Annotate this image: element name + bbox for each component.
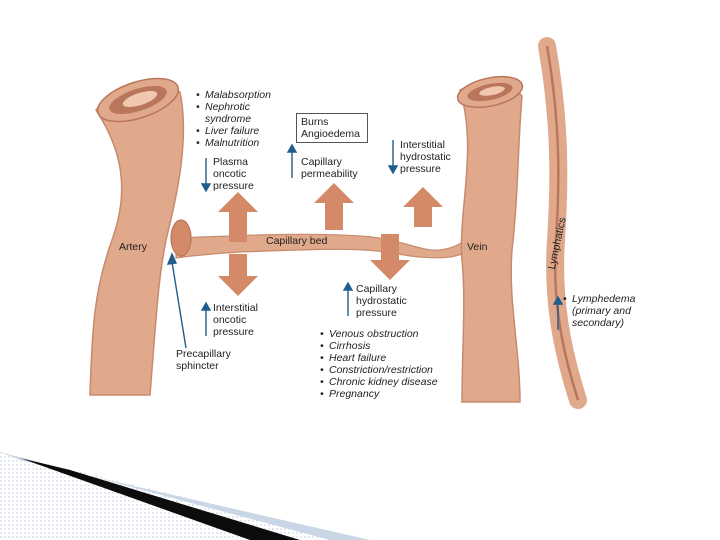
oncotic-cause-item: Liver failure xyxy=(196,125,286,137)
burns-box: Burns Angioedema xyxy=(296,113,368,143)
interstitial-oncotic-arrow xyxy=(218,254,258,296)
lymph-cause-item: Lymphedema (primary and secondary) xyxy=(563,293,649,329)
capillary-bed-label: Capillary bed xyxy=(266,235,328,247)
hydrostatic-causes-list: Venous obstruction Cirrhosis Heart failu… xyxy=(320,328,460,400)
vein-label: Vein xyxy=(467,241,488,253)
hydrostatic-cause-item: Constriction/restriction xyxy=(320,364,460,376)
oncotic-cause-item: Malnutrition xyxy=(196,137,286,149)
hydrostatic-cause-item: Chronic kidney disease xyxy=(320,376,460,388)
interstitial-hydrostatic-arrow xyxy=(403,187,443,227)
hydrostatic-cause-item: Heart failure xyxy=(320,352,460,364)
capillary-permeability-arrow xyxy=(314,183,354,230)
hydrostatic-cause-item: Pregnancy xyxy=(320,388,460,400)
hydrostatic-cause-item: Venous obstruction xyxy=(320,328,460,340)
pressure-arrows xyxy=(218,183,443,296)
capillary-hydrostatic-arrow xyxy=(370,234,410,280)
angioedema-label: Angioedema xyxy=(301,128,360,140)
oncotic-causes-list: Malabsorption Nephrotic syndrome Liver f… xyxy=(196,89,286,149)
interstitial-hydrostatic-label: Interstitial hydrostatic pressure xyxy=(400,139,451,175)
interstitial-oncotic-label: Interstitial oncotic pressure xyxy=(213,302,258,338)
lymph-causes-list: Lymphedema (primary and secondary) xyxy=(563,293,649,329)
plasma-oncotic-label: Plasma oncotic pressure xyxy=(213,156,254,192)
vein-vessel xyxy=(459,83,523,403)
burns-label: Burns xyxy=(301,116,329,128)
precapillary-sphincter-label: Precapillary sphincter xyxy=(176,348,231,372)
indicator-arrows xyxy=(166,140,564,349)
artery-vessel xyxy=(89,86,185,396)
hydrostatic-cause-item: Cirrhosis xyxy=(320,340,460,352)
capillary-hydrostatic-label: Capillary hydrostatic pressure xyxy=(356,283,407,319)
oncotic-cause-item: Malabsorption xyxy=(196,89,286,101)
artery-label: Artery xyxy=(119,241,148,253)
plasma-oncotic-arrow xyxy=(218,192,258,242)
oncotic-cause-item: Nephrotic syndrome xyxy=(196,101,261,125)
capillary-permeability-label: Capillary permeability xyxy=(301,156,358,180)
